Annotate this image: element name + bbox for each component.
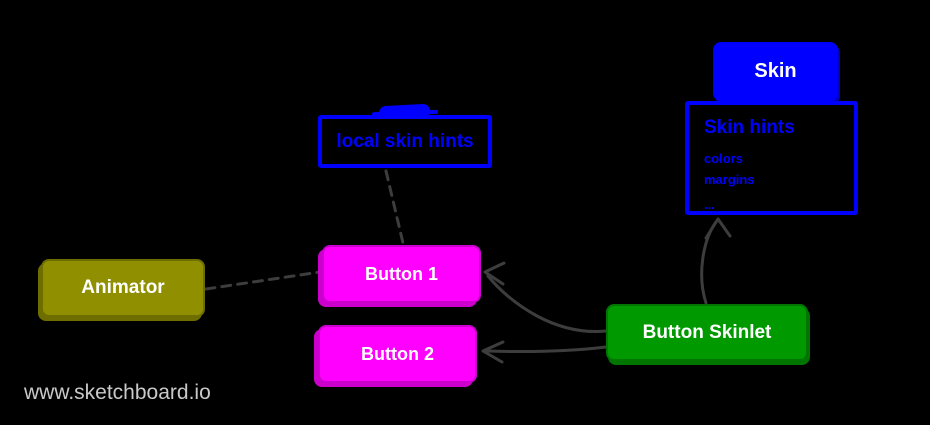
node-skin-hints[interactable]: Skin hints colors margins ... bbox=[685, 101, 858, 215]
node-button-skinlet-label: Button Skinlet bbox=[642, 321, 772, 343]
node-animator-label: Animator bbox=[81, 277, 165, 298]
node-local-skin-hints-label: local skin hints bbox=[336, 130, 474, 152]
skin-hints-item-margins: margins bbox=[704, 172, 755, 187]
node-button2-label: Button 2 bbox=[361, 343, 434, 364]
node-skin[interactable]: Skin bbox=[713, 42, 838, 101]
sketchboard-watermark: www.sketchboard.io bbox=[24, 381, 211, 404]
skin-hints-item-colors: colors bbox=[704, 151, 744, 166]
node-local-skin-hints[interactable]: local skin hints bbox=[318, 115, 492, 168]
arrowhead-skinhints bbox=[704, 217, 732, 240]
edge-buttonskinlet-button1[interactable] bbox=[483, 261, 608, 333]
node-button1-label: Button 1 bbox=[365, 263, 438, 284]
edge-buttonskinlet-button2[interactable] bbox=[481, 340, 608, 364]
edge-buttonskinlet-skinhints[interactable] bbox=[700, 217, 732, 305]
skin-hints-title: Skin hints bbox=[704, 117, 795, 138]
node-skin-label: Skin bbox=[754, 60, 797, 82]
node-button-skinlet[interactable]: Button Skinlet bbox=[606, 304, 808, 361]
skin-hints-item-ellipsis: ... bbox=[704, 197, 715, 212]
arrowhead-button2 bbox=[481, 340, 505, 364]
edge-localskinhints-button1[interactable] bbox=[384, 169, 405, 245]
edge-animator-button1[interactable] bbox=[204, 270, 322, 291]
node-button2[interactable]: Button 2 bbox=[318, 325, 477, 383]
node-animator[interactable]: Animator bbox=[41, 259, 205, 317]
node-button1[interactable]: Button 1 bbox=[322, 245, 481, 303]
arrowhead-button1 bbox=[483, 261, 506, 286]
